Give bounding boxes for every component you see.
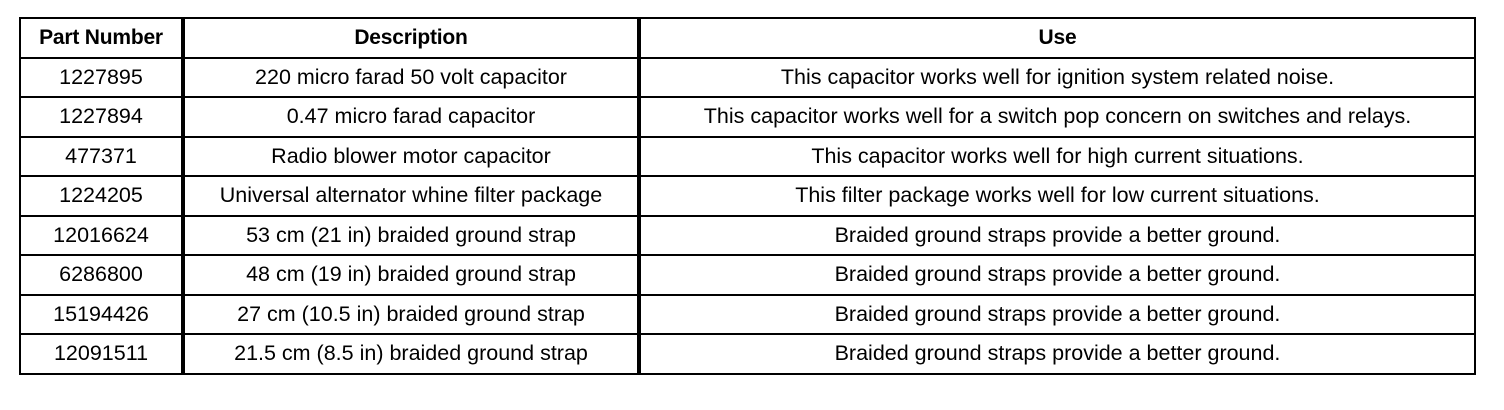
parts-table: Part Number Description Use 1227895 220 …: [19, 17, 1476, 375]
table-header: Part Number Description Use: [21, 19, 1476, 59]
cell-description: Universal alternator whine filter packag…: [183, 177, 639, 217]
cell-part-number: 12091511: [21, 335, 183, 375]
header-use: Use: [639, 19, 1476, 59]
cell-use: This capacitor works well for high curre…: [639, 137, 1476, 177]
cell-use: This filter package works well for low c…: [639, 177, 1476, 217]
cell-part-number: 15194426: [21, 295, 183, 335]
cell-description: 27 cm (10.5 in) braided ground strap: [183, 295, 639, 335]
cell-part-number: 1224205: [21, 177, 183, 217]
cell-use: Braided ground straps provide a better g…: [639, 216, 1476, 256]
parts-table-container: Part Number Description Use 1227895 220 …: [19, 17, 1476, 375]
cell-description: 21.5 cm (8.5 in) braided ground strap: [183, 335, 639, 375]
table-row: 1227894 0.47 micro farad capacitor This …: [21, 98, 1476, 138]
cell-description: 0.47 micro farad capacitor: [183, 98, 639, 138]
cell-description: 48 cm (19 in) braided ground strap: [183, 256, 639, 296]
cell-description: 220 micro farad 50 volt capacitor: [183, 58, 639, 98]
cell-use: Braided ground straps provide a better g…: [639, 256, 1476, 296]
table-row: 15194426 27 cm (10.5 in) braided ground …: [21, 295, 1476, 335]
cell-use: This capacitor works well for a switch p…: [639, 98, 1476, 138]
header-description: Description: [183, 19, 639, 59]
table-row: 12091511 21.5 cm (8.5 in) braided ground…: [21, 335, 1476, 375]
table-row: 6286800 48 cm (19 in) braided ground str…: [21, 256, 1476, 296]
cell-part-number: 12016624: [21, 216, 183, 256]
cell-part-number: 477371: [21, 137, 183, 177]
table-row: 477371 Radio blower motor capacitor This…: [21, 137, 1476, 177]
cell-part-number: 6286800: [21, 256, 183, 296]
cell-use: Braided ground straps provide a better g…: [639, 295, 1476, 335]
table-row: 12016624 53 cm (21 in) braided ground st…: [21, 216, 1476, 256]
header-row: Part Number Description Use: [21, 19, 1476, 59]
table-row: 1224205 Universal alternator whine filte…: [21, 177, 1476, 217]
cell-description: 53 cm (21 in) braided ground strap: [183, 216, 639, 256]
cell-description: Radio blower motor capacitor: [183, 137, 639, 177]
table-row: 1227895 220 micro farad 50 volt capacito…: [21, 58, 1476, 98]
cell-part-number: 1227895: [21, 58, 183, 98]
cell-use: Braided ground straps provide a better g…: [639, 335, 1476, 375]
cell-use: This capacitor works well for ignition s…: [639, 58, 1476, 98]
table-body: 1227895 220 micro farad 50 volt capacito…: [21, 58, 1476, 375]
header-part-number: Part Number: [21, 19, 183, 59]
cell-part-number: 1227894: [21, 98, 183, 138]
